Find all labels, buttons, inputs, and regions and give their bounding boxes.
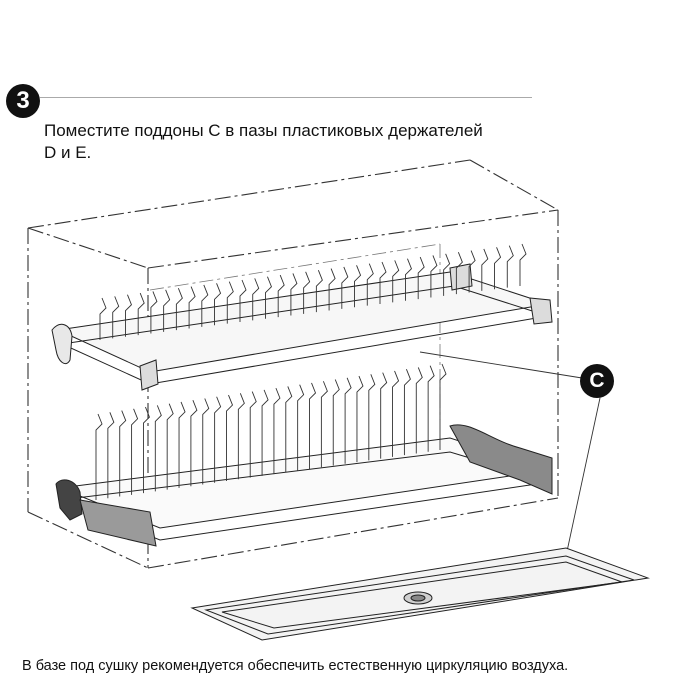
- rack-rod: [131, 408, 139, 495]
- rack-rod: [341, 266, 349, 309]
- part-callout-badge: C: [580, 364, 614, 398]
- rack-rod: [309, 382, 317, 469]
- rack-rod: [125, 294, 132, 337]
- rack-rod: [201, 284, 209, 327]
- rack-rod: [344, 377, 352, 464]
- rack-rod: [119, 410, 127, 497]
- rack-rod: [107, 412, 115, 499]
- rack-rod: [332, 379, 340, 466]
- rack-rod: [214, 396, 222, 483]
- rack-rod: [265, 276, 272, 319]
- rack-rod: [506, 245, 514, 288]
- step-divider: [40, 97, 532, 98]
- rack-rod: [249, 391, 257, 478]
- rack-rod: [481, 248, 489, 291]
- rack-rod: [427, 365, 435, 452]
- rack-rod: [468, 250, 476, 293]
- rack-rod: [178, 401, 186, 488]
- rack-rod: [277, 274, 285, 318]
- rack-rod: [439, 363, 447, 450]
- rack-rod: [190, 400, 198, 487]
- rack-rod: [261, 389, 269, 476]
- rack-rod: [175, 288, 183, 331]
- rack-rod: [417, 256, 425, 300]
- rack-rod: [379, 261, 387, 304]
- rack-rod: [403, 369, 411, 456]
- rack-rod: [214, 283, 222, 326]
- drip-tray: [190, 547, 650, 641]
- rack-rod: [142, 406, 150, 494]
- rack-rod: [99, 297, 107, 340]
- rack-rod: [273, 387, 281, 475]
- rack-rod: [188, 286, 196, 329]
- rack-rod: [285, 386, 293, 473]
- callout-leaders: [419, 351, 601, 557]
- rack-rod: [202, 398, 210, 485]
- rack-rod: [303, 271, 311, 314]
- rack-rod: [252, 278, 260, 321]
- rack-rod: [366, 263, 374, 306]
- rack-rod: [290, 273, 298, 316]
- step-instruction: Поместите поддоны C в пазы пластиковых д…: [44, 121, 483, 162]
- upper-plate-rack: [51, 243, 553, 391]
- rack-rod: [356, 375, 364, 463]
- rack-rod: [354, 265, 362, 308]
- rack-rod: [368, 374, 376, 461]
- rack-rod: [226, 281, 234, 324]
- rack-rod: [226, 394, 234, 482]
- rack-rod: [392, 260, 400, 303]
- footnote-text: В базе под сушку рекомендуется обеспечит…: [22, 658, 569, 674]
- rack-rod: [150, 291, 158, 334]
- rack-rod: [239, 279, 247, 322]
- rack-rod: [166, 403, 174, 490]
- lower-plate-rack: [55, 363, 553, 547]
- rack-rod: [328, 268, 336, 311]
- rack-rod: [430, 255, 438, 298]
- rack-rod: [380, 372, 388, 459]
- rack-rod: [405, 258, 412, 301]
- rack-rod: [297, 384, 305, 471]
- rack-rod: [237, 393, 245, 480]
- rack-rod: [392, 370, 400, 457]
- rack-rod: [154, 405, 162, 492]
- rack-rod: [315, 270, 323, 313]
- rack-rod: [443, 253, 451, 296]
- rack-rod: [137, 292, 145, 336]
- rack-rod: [455, 252, 463, 295]
- rack-rod: [415, 367, 423, 454]
- rack-rod: [163, 289, 171, 332]
- rack-rod: [519, 243, 527, 286]
- rack-rod: [320, 381, 328, 468]
- rack-rod: [494, 247, 502, 290]
- step-number-badge: 3: [6, 84, 40, 118]
- rack-rod: [95, 413, 103, 500]
- rack-rod: [112, 296, 120, 339]
